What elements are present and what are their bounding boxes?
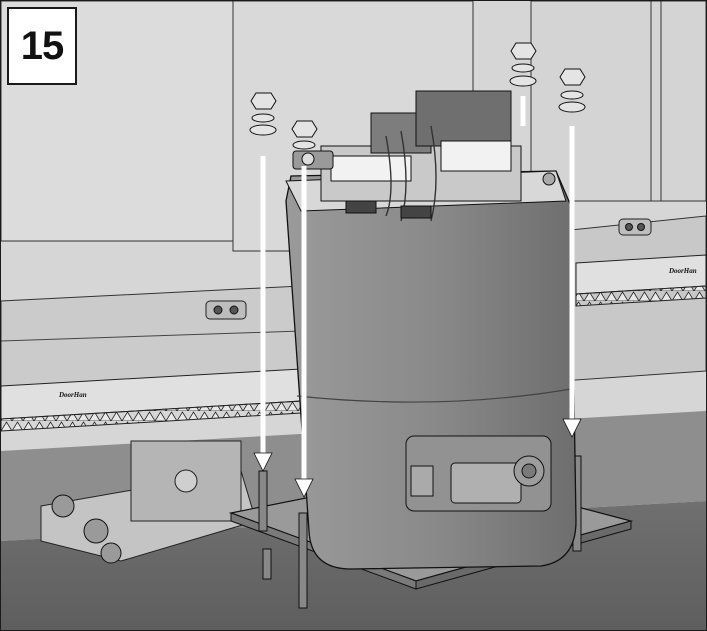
gear-rack-right: DoorHan bbox=[575, 254, 706, 307]
down-arrow-icon bbox=[562, 126, 582, 438]
down-arrow-icon bbox=[294, 166, 314, 498]
step-number-badge: 15 bbox=[7, 7, 77, 85]
hardware-stack-3 bbox=[509, 42, 537, 87]
foundation-bracket-left bbox=[40, 440, 257, 564]
gate-bracket-right bbox=[618, 218, 652, 236]
brand-label-left: DoorHan bbox=[58, 391, 87, 399]
gate-bracket-left bbox=[205, 300, 247, 320]
nut-icon bbox=[250, 92, 277, 110]
washer-icon bbox=[251, 113, 275, 123]
down-arrow-icon bbox=[253, 156, 273, 472]
hardware-stack-1 bbox=[249, 92, 277, 136]
release-lever bbox=[405, 435, 552, 512]
control-board bbox=[320, 90, 522, 222]
hardware-stack-2 bbox=[291, 120, 318, 150]
gate-motor-unit bbox=[285, 90, 577, 570]
hardware-stack-4 bbox=[558, 68, 586, 113]
brand-label-right: DoorHan bbox=[668, 267, 697, 275]
step-number: 15 bbox=[20, 23, 64, 68]
